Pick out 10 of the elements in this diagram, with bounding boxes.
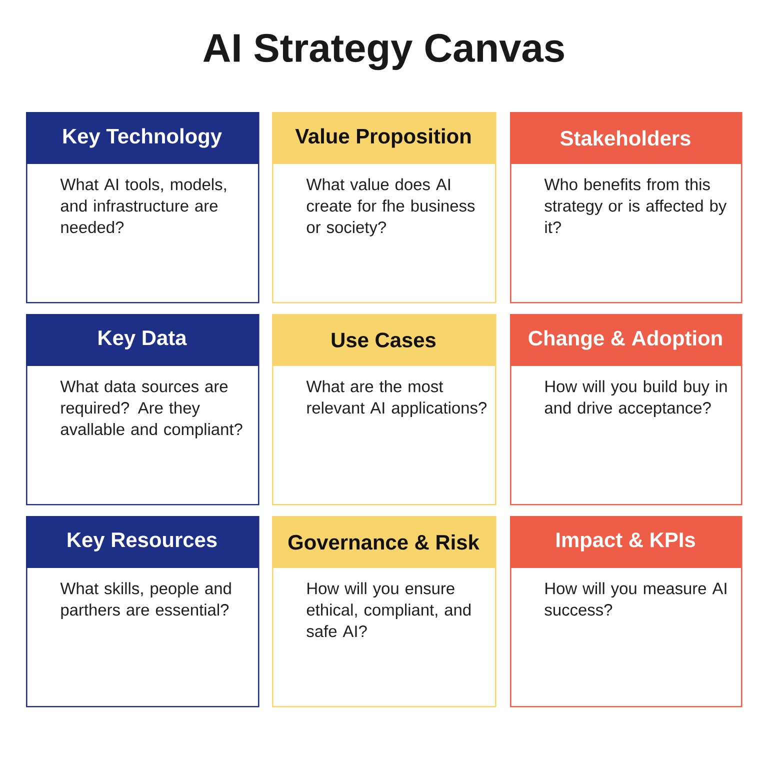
canvas-card: Stakeholders Who benefits from this strategy or is affected by it?	[510, 112, 742, 304]
title: AI Strategy Canvas	[203, 34, 564, 70]
canvas-card: Governance & Risk How will you ensure ethical, compliant, and safe AI?	[272, 516, 496, 708]
canvas-card: Change & Adoption How will you build buy in and drive acceptance?	[510, 314, 742, 506]
canvas-card: Key Data What data sources are required? Are they avallable and compliant?	[26, 314, 260, 506]
canvas-card: Key Technology What AI tools, models, and infrastructure are needed?	[26, 112, 260, 304]
canvas-card: Key Resources What skills, people and parthers are essential?	[26, 516, 260, 708]
canvas-card: Use Cases What are the most relevant AI applications?	[272, 314, 496, 506]
canvas-card: Impact & KPIs How will you measure AI success?	[510, 516, 742, 708]
canvas-card: Value Proposition What value does AI create for fhe business or society?	[272, 112, 496, 304]
